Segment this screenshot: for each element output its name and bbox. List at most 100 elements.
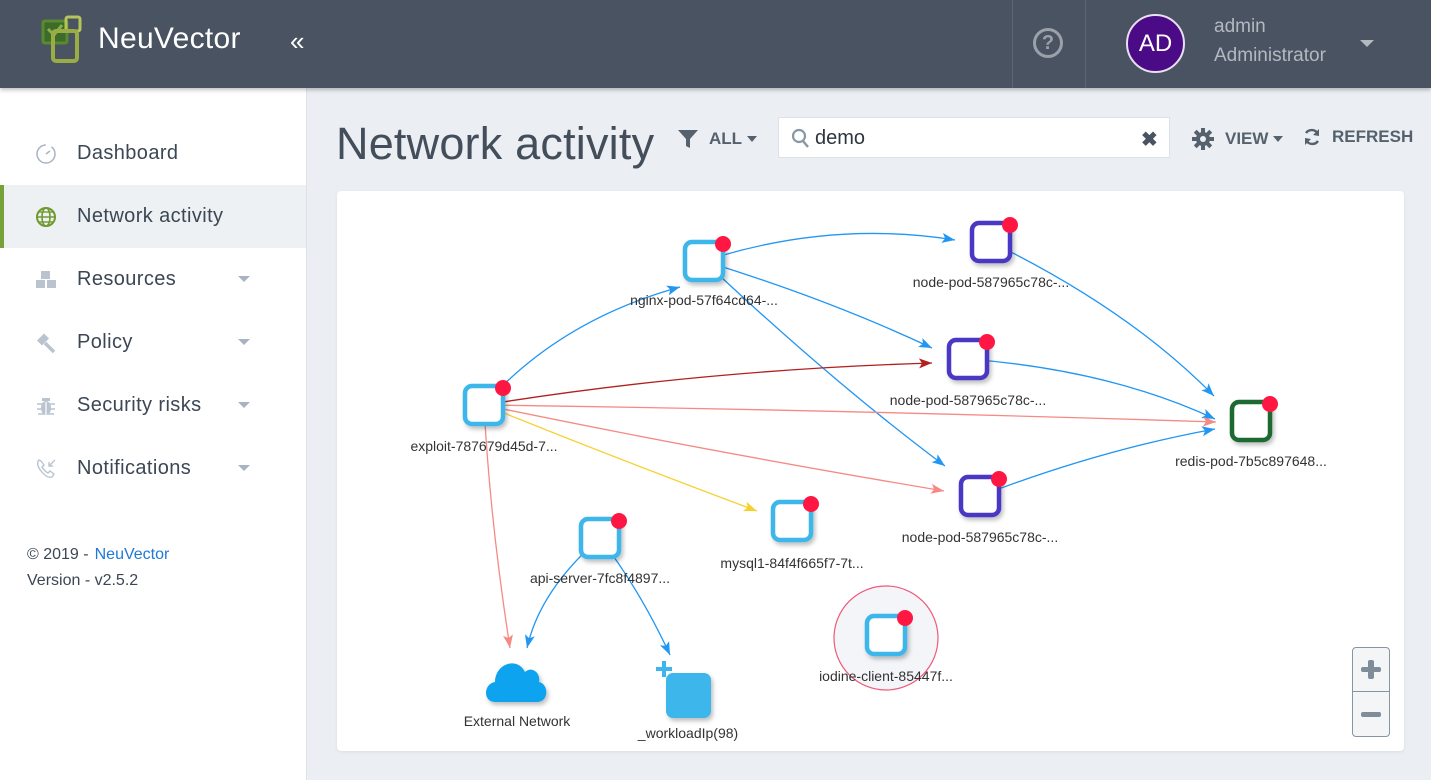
sidebar-item-resources[interactable]: Resources <box>0 248 306 311</box>
refresh-icon <box>1304 128 1320 146</box>
node-label: nginx-pod-57f64cd64-... <box>630 292 778 308</box>
workload-icon <box>462 383 506 427</box>
chevron-down-icon <box>1273 136 1284 142</box>
workload-icon <box>682 239 726 283</box>
filter-label: ALL <box>709 129 743 148</box>
help-icon[interactable]: ? <box>1033 28 1063 58</box>
globe-icon <box>36 207 56 227</box>
filter-icon <box>678 130 698 148</box>
graph-node-iodine[interactable]: iodine-client-85447f... <box>819 585 953 691</box>
sidebar-item-security-risks[interactable]: Security risks <box>0 374 306 437</box>
divider <box>1012 0 1013 88</box>
sidebar-item-label: Security risks <box>77 394 202 416</box>
chevron-down-icon <box>238 276 250 282</box>
sidebar-item-dashboard[interactable]: Dashboard <box>0 122 306 185</box>
node-label: exploit-787679d45d-7... <box>410 438 557 454</box>
bug-icon <box>37 398 55 415</box>
plus-icon <box>656 661 672 677</box>
copyright-text: © 2019 - <box>27 546 89 563</box>
top-bar: NeuVector « ? AD admin Administrator <box>0 0 1431 88</box>
ip-group-icon <box>666 673 711 718</box>
node-label: mysql1-84f4f665f7-7t... <box>720 555 863 571</box>
node-label: External Network <box>464 713 572 729</box>
sidebar-item-label: Resources <box>77 268 177 290</box>
sidebar-item-label: Dashboard <box>77 142 179 164</box>
search-box: ✖ <box>778 117 1170 158</box>
divider <box>1085 0 1086 88</box>
graph-node-node3[interactable]: node-pod-587965c78c-... <box>902 471 1058 545</box>
neuvector-logo-icon <box>41 15 82 63</box>
gear-icon <box>1192 128 1214 150</box>
workload-icon <box>1229 399 1273 443</box>
view-dropdown[interactable]: VIEW <box>1191 127 1284 151</box>
alert-badge-icon <box>1262 396 1278 412</box>
sidebar-item-label: Policy <box>77 331 133 353</box>
alert-badge-icon <box>495 380 511 396</box>
workload-icon <box>969 220 1013 264</box>
alert-badge-icon <box>715 236 731 252</box>
user-role[interactable]: Administrator <box>1214 45 1326 66</box>
alert-badge-icon <box>1002 217 1018 233</box>
workload-icon <box>578 516 622 560</box>
clear-search-icon[interactable]: ✖ <box>1141 129 1158 151</box>
alert-badge-icon <box>979 334 995 350</box>
avatar[interactable]: AD <box>1126 14 1185 73</box>
chevron-down-icon <box>238 465 250 471</box>
filter-dropdown[interactable]: ALL <box>677 128 758 150</box>
gauge-icon <box>36 144 56 164</box>
workload-icon <box>770 499 814 543</box>
zoom-controls <box>1352 647 1390 737</box>
page-title: Network activity <box>336 118 655 169</box>
node-label: iodine-client-85447f... <box>819 668 953 684</box>
sidebar-item-policy[interactable]: Policy <box>0 311 306 374</box>
alert-badge-icon <box>991 471 1007 487</box>
node-label: node-pod-587965c78c-... <box>890 392 1046 408</box>
graph-node-workloadip[interactable]: _workloadIp(98) <box>637 661 738 741</box>
node-label: redis-pod-7b5c897648... <box>1175 453 1327 469</box>
graph-node-node1[interactable]: node-pod-587965c78c-... <box>913 217 1069 290</box>
graph-node-node2[interactable]: node-pod-587965c78c-... <box>890 334 1046 408</box>
plus-icon <box>1368 660 1374 679</box>
alert-badge-icon <box>803 496 819 512</box>
alert-badge-icon <box>611 513 627 529</box>
cloud-icon <box>486 663 547 702</box>
zoom-in-button[interactable] <box>1353 648 1389 692</box>
sidebar-item-label: Notifications <box>77 457 192 479</box>
chevron-down-icon <box>747 136 758 142</box>
graph-node-exploit[interactable]: exploit-787679d45d-7... <box>410 380 558 454</box>
brand-name: NeuVector <box>98 22 241 55</box>
workload-icon <box>946 337 990 381</box>
user-menu-caret-icon[interactable] <box>1360 40 1374 47</box>
node-label: node-pod-587965c78c-... <box>913 274 1069 290</box>
sidebar-item-label: Network activity <box>77 205 224 227</box>
workload-icon <box>958 474 1002 518</box>
alert-badge-icon <box>897 610 913 626</box>
graph-node-redis[interactable]: redis-pod-7b5c897648... <box>1175 396 1327 469</box>
search-input[interactable] <box>815 124 1135 152</box>
workload-icon <box>864 613 908 657</box>
node-label: _workloadIp(98) <box>637 725 738 741</box>
node-label: node-pod-587965c78c-... <box>902 529 1058 545</box>
sidebar-item-notifications[interactable]: Notifications <box>0 437 306 500</box>
minus-icon <box>1361 712 1381 717</box>
sidebar: Dashboard Network activity Resources Pol… <box>0 88 307 780</box>
gavel-icon <box>36 333 56 354</box>
user-name[interactable]: admin <box>1214 16 1266 37</box>
refresh-label: REFRESH <box>1332 127 1414 146</box>
cubes-icon <box>36 271 56 288</box>
chevron-down-icon <box>238 402 250 408</box>
graph-node-external[interactable]: External Network <box>464 663 572 729</box>
refresh-button[interactable]: REFRESH <box>1302 127 1413 147</box>
sidebar-item-network-activity[interactable]: Network activity <box>0 185 306 248</box>
phone-incoming-icon <box>36 459 56 478</box>
graph-node-api[interactable]: api-server-7fc8f4897... <box>530 513 670 586</box>
zoom-out-button[interactable] <box>1353 693 1389 737</box>
search-icon <box>791 128 809 148</box>
collapse-sidebar-icon[interactable]: « <box>290 26 305 56</box>
node-label: api-server-7fc8f4897... <box>530 570 670 586</box>
graph-node-mysql[interactable]: mysql1-84f4f665f7-7t... <box>720 496 864 571</box>
neuvector-link[interactable]: NeuVector <box>94 546 170 563</box>
copyright: © 2019 - NeuVector <box>27 546 169 564</box>
graph-node-nginx[interactable]: nginx-pod-57f64cd64-... <box>630 236 778 308</box>
